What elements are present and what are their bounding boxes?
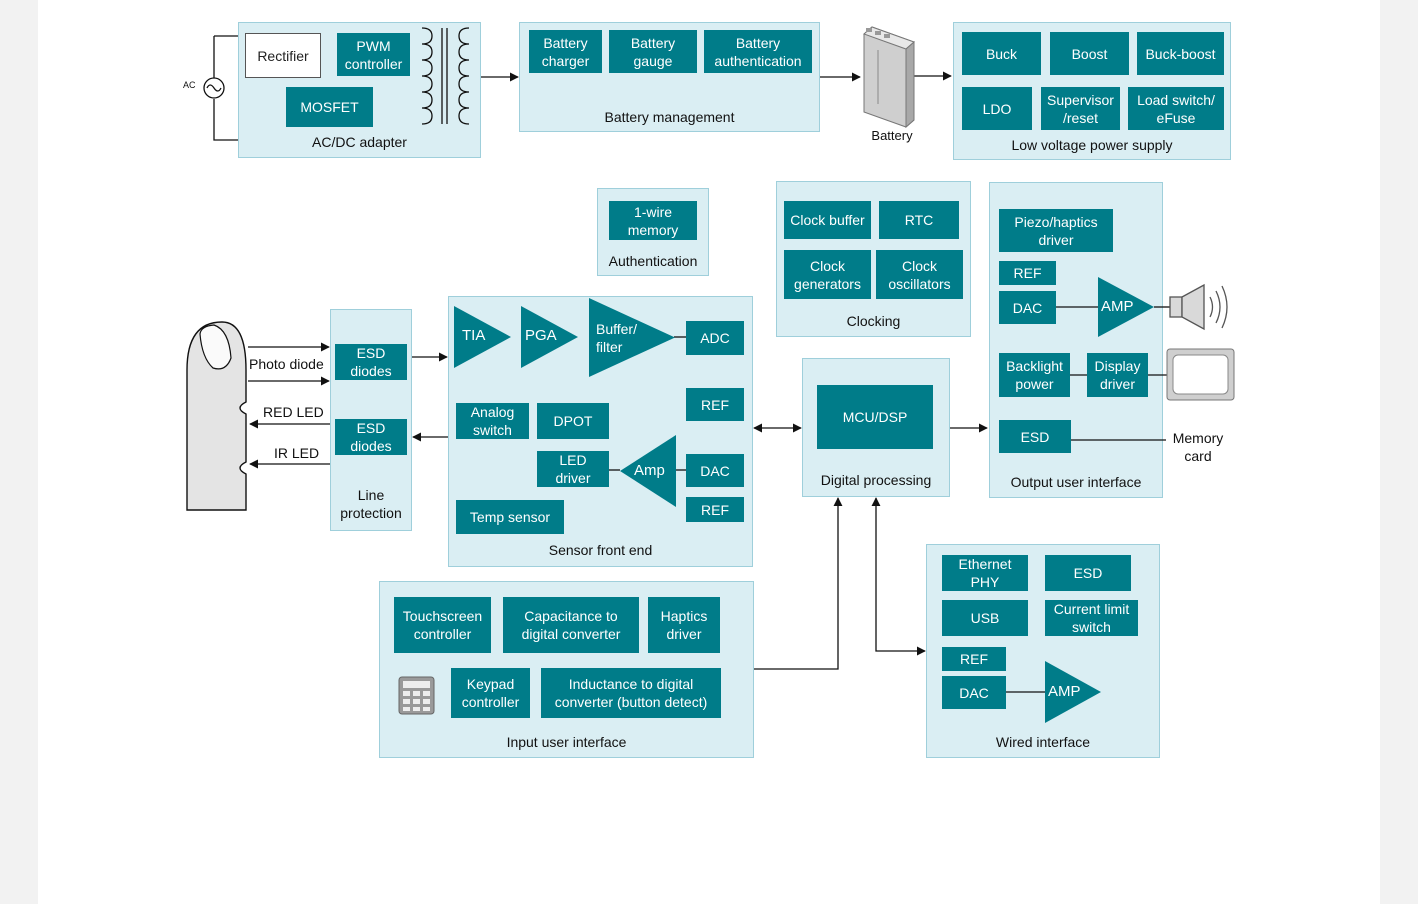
wired-amp-label: AMP bbox=[1048, 683, 1081, 700]
photo-diode-label: Photo diode bbox=[249, 356, 324, 372]
wire-input-to-digital bbox=[754, 497, 843, 670]
sensor-front-end-title: Sensor front end bbox=[548, 542, 653, 558]
tia-triangle: TIA bbox=[454, 306, 511, 368]
piezo-haptics-driver-block: Piezo/haptics driver bbox=[999, 209, 1113, 252]
wired-ref-block: REF bbox=[942, 647, 1006, 671]
memory-card-label: Memory card bbox=[1172, 430, 1224, 464]
red-led-label: RED LED bbox=[263, 404, 324, 420]
led-driver-block: LED driver bbox=[537, 451, 609, 487]
pwm-controller-block: PWM controller bbox=[337, 33, 410, 76]
inductance-to-digital-converter-block: Inductance to digital converter (button … bbox=[541, 668, 721, 718]
sfe-ref-block-2: REF bbox=[686, 497, 744, 522]
one-wire-memory-block: 1-wire memory bbox=[609, 201, 697, 240]
sfe-ref-block-1: REF bbox=[686, 388, 744, 421]
output-ref-block: REF bbox=[999, 261, 1056, 285]
keypad-controller-block: Keypad controller bbox=[451, 668, 530, 718]
buck-boost-block: Buck-boost bbox=[1137, 32, 1224, 75]
ir-led-label: IR LED bbox=[274, 445, 320, 461]
line-protection-title: Line protection bbox=[340, 487, 402, 521]
battery-authentication-block: Battery authentication bbox=[704, 30, 812, 73]
esd-diodes-block-2: ESD diodes bbox=[335, 419, 407, 455]
pga-triangle: PGA bbox=[521, 306, 578, 368]
battery-label: Battery bbox=[871, 128, 913, 143]
wired-dac-block: DAC bbox=[942, 676, 1006, 709]
output-user-interface-title: Output user interface bbox=[1010, 474, 1142, 490]
ac-wire bbox=[213, 35, 238, 141]
buffer-filter-triangle: Buffer/ filter bbox=[589, 298, 675, 377]
input-user-interface-title: Input user interface bbox=[506, 734, 627, 750]
output-amp-triangle: AMP bbox=[1098, 277, 1154, 337]
authentication-title: Authentication bbox=[608, 253, 698, 269]
adc-block: ADC bbox=[686, 321, 744, 355]
display-driver-block: Display driver bbox=[1087, 353, 1148, 397]
output-esd-block: ESD bbox=[999, 420, 1071, 453]
ac-source-icon bbox=[203, 77, 225, 99]
buck-block: Buck bbox=[962, 32, 1041, 75]
output-amp-label: AMP bbox=[1101, 298, 1134, 315]
rectifier-block: Rectifier bbox=[245, 33, 321, 78]
display-icon bbox=[1166, 348, 1235, 401]
clocking-title: Clocking bbox=[846, 313, 901, 329]
mosfet-block: MOSFET bbox=[286, 87, 373, 127]
haptics-driver-block: Haptics driver bbox=[648, 597, 720, 653]
clock-oscillators-block: Clock oscillators bbox=[876, 250, 963, 299]
finger-icon bbox=[186, 321, 247, 511]
wired-amp-triangle: AMP bbox=[1045, 661, 1101, 723]
buffer-filter-label: Buffer/ filter bbox=[596, 321, 637, 355]
battery-gauge-block: Battery gauge bbox=[609, 30, 697, 73]
analog-switch-block: Analog switch bbox=[456, 403, 529, 439]
sfe-amp-triangle: Amp bbox=[620, 435, 676, 507]
ethernet-phy-block: Ethernet PHY bbox=[942, 555, 1028, 591]
usb-block: USB bbox=[942, 600, 1028, 636]
load-switch-efuse-block: Load switch/ eFuse bbox=[1128, 87, 1224, 130]
mcu-dsp-block: MCU/DSP bbox=[817, 385, 933, 449]
digital-processing-title: Digital processing bbox=[820, 472, 932, 488]
transformer-icon bbox=[421, 27, 470, 125]
clock-buffer-block: Clock buffer bbox=[784, 201, 871, 239]
speaker-icon bbox=[1169, 283, 1228, 331]
dpot-block: DPOT bbox=[537, 403, 609, 439]
low-voltage-power-supply-title: Low voltage power supply bbox=[1011, 137, 1173, 153]
backlight-power-block: Backlight power bbox=[999, 353, 1070, 397]
boost-block: Boost bbox=[1050, 32, 1129, 75]
ac-label: AC bbox=[183, 80, 196, 90]
supervisor-reset-block: Supervisor /reset bbox=[1041, 87, 1120, 130]
capacitance-to-digital-converter-block: Capacitance to digital converter bbox=[503, 597, 639, 653]
wired-interface-title: Wired interface bbox=[995, 734, 1091, 750]
wire-digital-wired bbox=[871, 497, 926, 656]
temp-sensor-block: Temp sensor bbox=[456, 500, 564, 534]
sfe-dac-block: DAC bbox=[686, 454, 744, 487]
output-dac-block: DAC bbox=[999, 291, 1056, 324]
tia-label: TIA bbox=[462, 327, 486, 344]
esd-diodes-block-1: ESD diodes bbox=[335, 344, 407, 380]
wired-esd-block: ESD bbox=[1045, 555, 1131, 591]
clock-generators-block: Clock generators bbox=[784, 250, 871, 299]
battery-charger-block: Battery charger bbox=[529, 30, 602, 73]
current-limit-switch-block: Current limit switch bbox=[1045, 600, 1138, 636]
ldo-block: LDO bbox=[962, 87, 1032, 130]
battery-icon bbox=[863, 26, 915, 129]
pga-label: PGA bbox=[525, 327, 557, 344]
touchscreen-controller-block: Touchscreen controller bbox=[394, 597, 491, 653]
sfe-amp-label: Amp bbox=[634, 462, 665, 479]
battery-management-title: Battery management bbox=[604, 109, 735, 125]
keypad-icon bbox=[398, 676, 435, 715]
rtc-block: RTC bbox=[879, 201, 959, 239]
ac-dc-adapter-title: AC/DC adapter bbox=[312, 134, 407, 150]
